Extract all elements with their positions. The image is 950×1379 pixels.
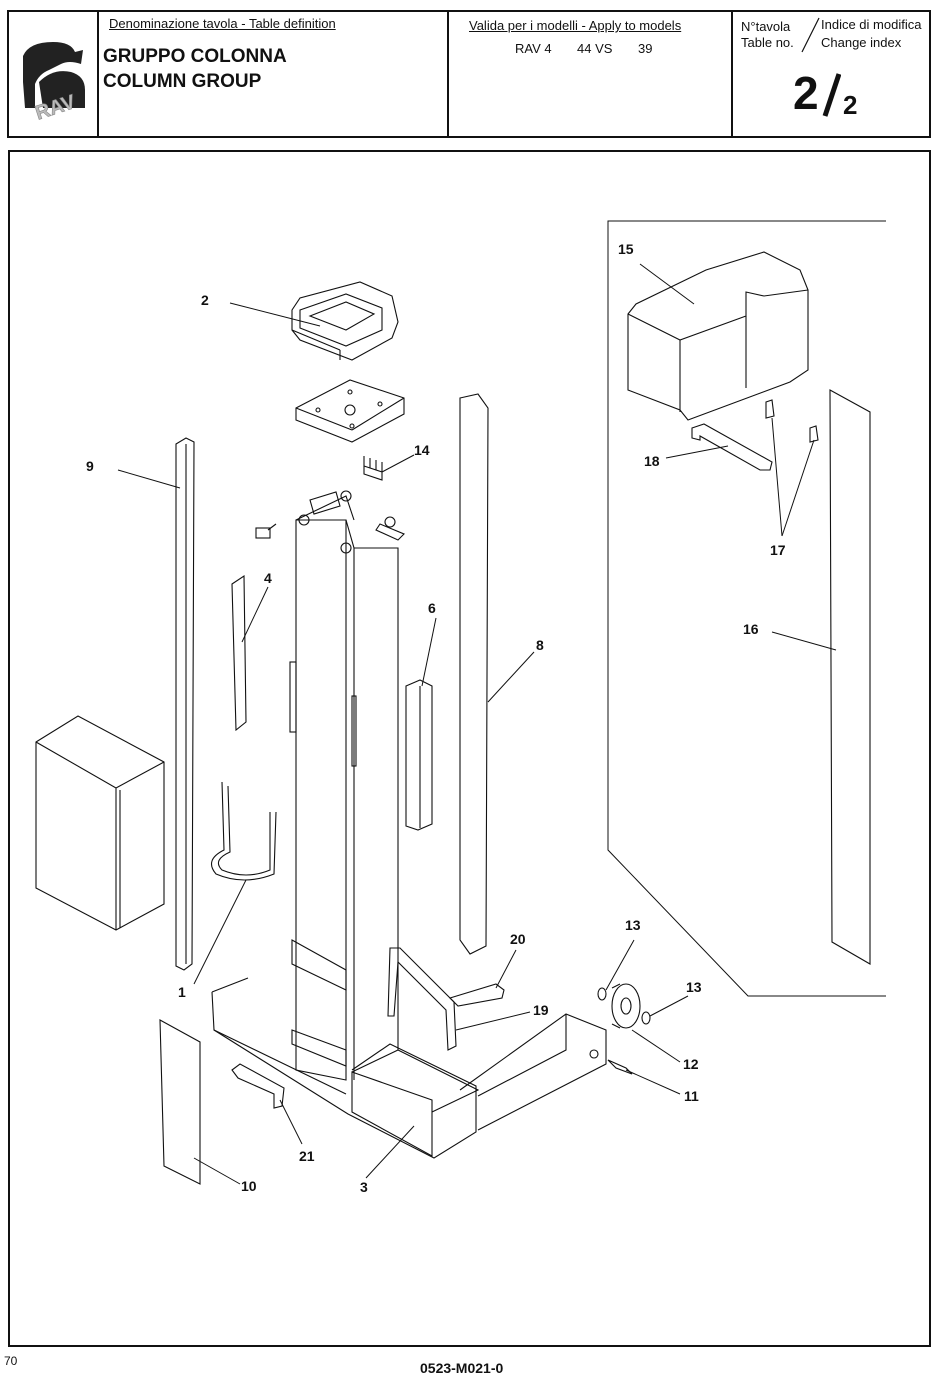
document-code: 0523-M021-0 — [420, 1360, 503, 1376]
callout-21: 21 — [299, 1149, 315, 1163]
part-6-plate — [406, 680, 432, 830]
callout-15: 15 — [618, 242, 634, 256]
column-body — [290, 491, 404, 1080]
part-17-bracket-b — [810, 426, 818, 442]
callout-8: 8 — [536, 638, 544, 652]
part-10-panel — [160, 1020, 200, 1184]
part-14-bracket — [364, 456, 382, 480]
callout-4: 4 — [264, 571, 272, 585]
callout-10: 10 — [241, 1179, 257, 1193]
part-15-cover — [628, 252, 808, 420]
part-16-panel — [830, 390, 870, 964]
callout-19: 19 — [533, 1003, 549, 1017]
part-21-bracket — [232, 1064, 284, 1108]
callout-11: 11 — [684, 1089, 699, 1103]
callout-1: 1 — [178, 985, 186, 999]
callout-3: 3 — [360, 1180, 368, 1194]
part-4-plate — [232, 576, 246, 730]
switch-component — [256, 524, 276, 538]
part-9-profile — [176, 438, 194, 970]
callout-16: 16 — [743, 622, 759, 636]
callout-9: 9 — [86, 459, 94, 473]
electrical-cabinet — [36, 716, 164, 930]
part-18-bracket — [692, 424, 772, 470]
callout-6: 6 — [428, 601, 436, 615]
part-1-handle — [212, 782, 277, 880]
callout-2: 2 — [201, 293, 209, 307]
callout-13-right: 13 — [686, 980, 702, 994]
callout-17: 17 — [770, 543, 786, 557]
part-2-top-cap — [292, 282, 398, 360]
callout-20: 20 — [510, 932, 526, 946]
callout-13-top: 13 — [625, 918, 641, 932]
part-8-panel — [460, 394, 488, 954]
part-17-bracket-a — [766, 400, 774, 418]
top-plate — [296, 380, 404, 442]
callout-18: 18 — [644, 454, 660, 468]
page-number: 70 — [4, 1354, 17, 1368]
callout-12: 12 — [683, 1057, 699, 1071]
callout-14: 14 — [414, 443, 430, 457]
